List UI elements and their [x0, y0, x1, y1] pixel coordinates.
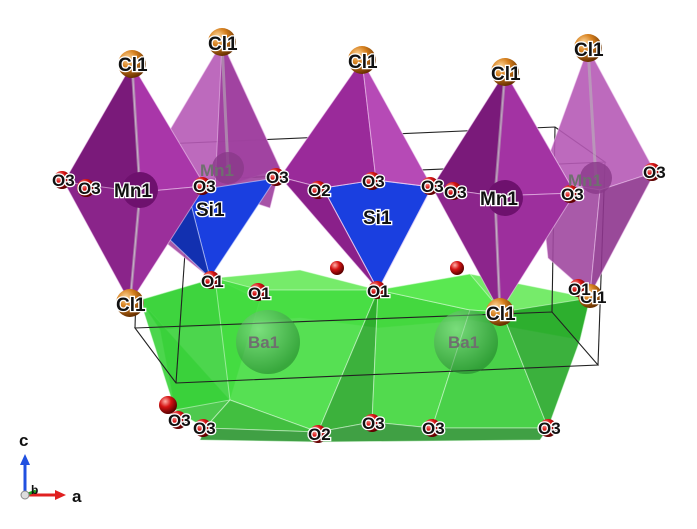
- cl-atom: [208, 28, 236, 56]
- o-atom: [309, 181, 327, 199]
- o-atom: [330, 261, 344, 275]
- label-o3: O3: [421, 177, 444, 196]
- o-atom: [169, 411, 187, 429]
- ba-atoms: [236, 310, 498, 374]
- o-atom: [450, 261, 464, 275]
- ba-atom: [434, 310, 498, 374]
- o-atom: [444, 182, 462, 200]
- mn-octahedron-back-right: [589, 171, 657, 296]
- label-cl1: Cl1: [348, 52, 378, 73]
- cl-atom: [491, 58, 519, 86]
- label-cl1: Cl1: [491, 64, 521, 85]
- mn-octahedron-front-left: [63, 62, 141, 193]
- o-atom: [421, 177, 439, 195]
- label-mn1: Mn1: [568, 171, 602, 190]
- o-atom: [643, 163, 661, 181]
- label-ba1: Ba1: [248, 333, 279, 352]
- o-atom: [202, 271, 220, 289]
- o-atom: [267, 168, 285, 186]
- label-o3: O3: [643, 163, 666, 182]
- label-o3: O3: [362, 414, 385, 433]
- label-o3: O3: [193, 177, 216, 196]
- o-atom: [561, 185, 579, 203]
- bond: [128, 191, 142, 304]
- label-o3: O3: [266, 168, 289, 187]
- label-o1: O1: [367, 282, 390, 301]
- atom-labels: Cl1 Cl1 Cl1 Cl1 Cl1 Cl1 Cl1 Cl1 Mn1 Mn1 …: [51, 33, 667, 446]
- o-atom: [539, 419, 557, 437]
- o-atom: [569, 279, 587, 297]
- label-mn1: Mn1: [114, 181, 152, 202]
- cl-atom: [574, 34, 602, 62]
- o-atom: [363, 414, 381, 432]
- label-cl1: Cl1: [208, 34, 238, 55]
- label-ba1: Ba1: [448, 333, 479, 352]
- label-cl1: Cl1: [580, 288, 606, 307]
- mn-atom: [212, 152, 244, 184]
- label-cl1: Cl1: [118, 55, 148, 76]
- o-atom: [193, 177, 211, 195]
- cl-atoms: [116, 28, 602, 326]
- label-cl1: Cl1: [574, 40, 604, 61]
- label-o3: O3: [362, 172, 385, 191]
- label-o1: O1: [201, 272, 224, 291]
- label-o3: O3: [168, 411, 191, 430]
- axis-b-label: b: [31, 483, 38, 497]
- axis-a-arrow: [55, 490, 66, 500]
- mn-atoms: [122, 152, 612, 216]
- axis-c-arrow: [20, 454, 30, 465]
- ba-atom: [236, 310, 300, 374]
- label-o3: O3: [52, 171, 75, 190]
- label-o1: O1: [568, 280, 591, 299]
- axis-origin: [20, 490, 30, 500]
- o-atom: [309, 425, 327, 443]
- o-atom: [53, 171, 71, 189]
- o-atom: [249, 283, 267, 301]
- mn-atom: [580, 162, 612, 194]
- label-si1: Si1: [363, 208, 392, 229]
- label-o3: O3: [78, 179, 101, 198]
- cl-atom: [486, 298, 514, 326]
- mn-octahedra-front: [63, 58, 576, 314]
- label-cl1: Cl1: [486, 304, 516, 325]
- mn-octahedron-front-center: [279, 58, 377, 189]
- axes-triad: c b a: [19, 431, 82, 506]
- o-atom: [368, 281, 386, 299]
- o-atom: [423, 419, 441, 437]
- label-o2: O2: [308, 425, 331, 444]
- label-o3: O3: [422, 419, 445, 438]
- o-atom: [77, 179, 95, 197]
- o-atom: [363, 172, 381, 190]
- o-atom: [159, 396, 177, 414]
- cl-atom: [348, 46, 376, 74]
- label-o1: O1: [248, 284, 271, 303]
- o-atoms: [53, 163, 661, 443]
- cl-atom: [116, 289, 144, 317]
- ba-polyhedra-layer: [139, 269, 591, 443]
- mn-atom: [122, 172, 158, 208]
- label-cl1: Cl1: [116, 295, 146, 316]
- cl-atom: [118, 50, 146, 78]
- bond: [130, 63, 142, 193]
- label-si1: Si1: [196, 200, 225, 221]
- label-mn1: Mn1: [480, 189, 518, 210]
- label-o3: O3: [444, 183, 467, 202]
- bond: [493, 71, 507, 197]
- o-atom: [194, 419, 212, 437]
- label-o3: O3: [561, 185, 584, 204]
- mn-octahedra-back: [149, 40, 657, 297]
- bond: [493, 195, 502, 313]
- mn-atom: [487, 180, 523, 216]
- bond: [220, 41, 230, 169]
- label-o3: O3: [193, 419, 216, 438]
- label-o3: O3: [538, 419, 561, 438]
- bond: [586, 47, 598, 181]
- axis-c-label: c: [19, 431, 28, 450]
- bonds: [128, 41, 598, 313]
- label-o2: O2: [308, 181, 331, 200]
- label-mn1: Mn1: [200, 161, 234, 180]
- axis-a-label: a: [72, 487, 82, 506]
